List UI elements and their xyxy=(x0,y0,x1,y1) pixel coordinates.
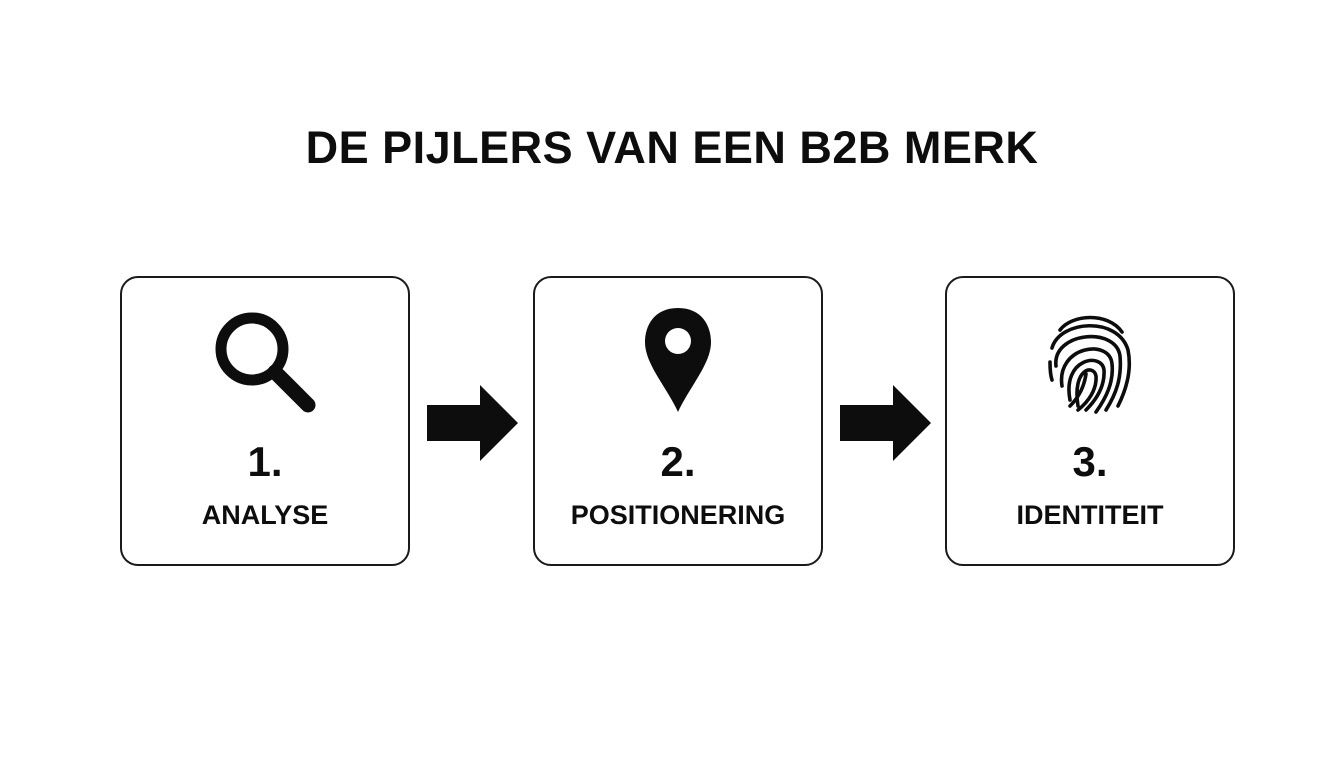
step-card-analyse: 1. ANALYSE xyxy=(120,276,410,566)
arrow-right-icon xyxy=(838,383,932,463)
magnifying-glass-icon xyxy=(122,302,408,422)
step-label: POSITIONERING xyxy=(570,500,786,530)
step-label: ANALYSE xyxy=(201,500,329,530)
fingerprint-icon xyxy=(947,302,1233,422)
step-number: 3. xyxy=(1072,438,1108,485)
step-number: 2. xyxy=(660,438,696,485)
step-number: 1. xyxy=(247,438,283,485)
map-pin-icon xyxy=(535,302,821,422)
arrow-right-icon xyxy=(425,383,519,463)
page-title: DE PIJLERS VAN EEN B2B MERK xyxy=(305,122,1039,173)
step-label: IDENTITEIT xyxy=(1016,500,1164,530)
step-card-positionering: 2. POSITIONERING xyxy=(533,276,823,566)
step-card-identiteit: 3. IDENTITEIT xyxy=(945,276,1235,566)
